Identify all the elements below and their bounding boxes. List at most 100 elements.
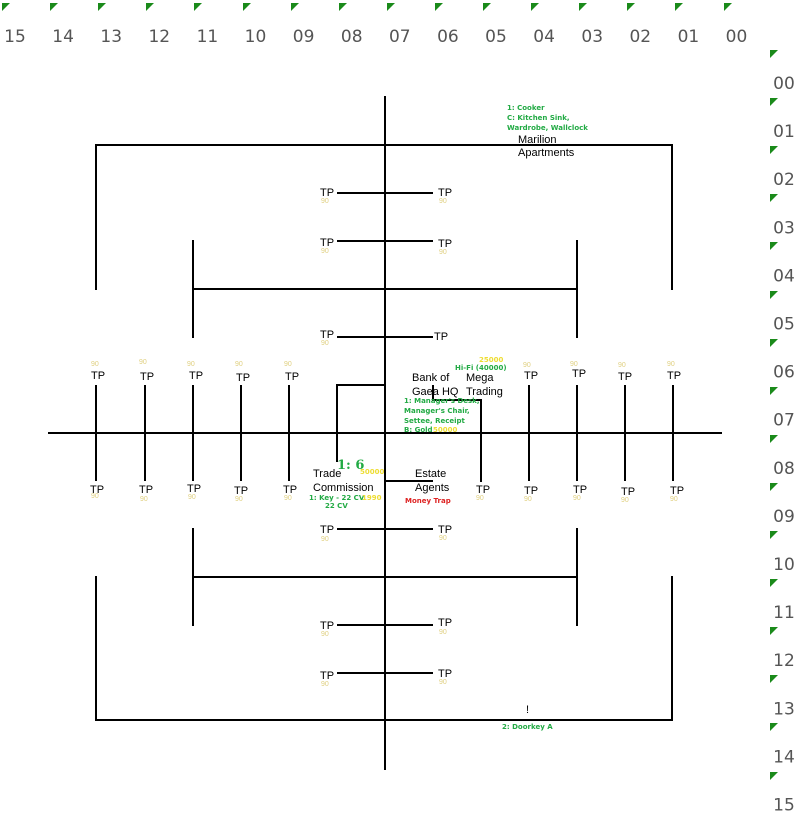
row-label: 02 — [773, 170, 795, 190]
trade-price: 50000 — [360, 468, 384, 476]
grid-marker — [675, 3, 683, 11]
tp-label: TP — [320, 329, 334, 341]
tp-cost: 90 — [284, 495, 292, 502]
tp-label: TP — [438, 238, 452, 250]
bank-name-2: Gaea HQ — [412, 386, 459, 398]
grid-marker — [243, 3, 251, 11]
mega-name-2: Trading — [466, 386, 503, 398]
doorkey-location[interactable]: ! 2: Doorkey A — [502, 704, 553, 731]
tp-label: TP — [476, 484, 490, 496]
tp-label: TP — [438, 668, 452, 680]
outer-top-road — [95, 144, 673, 290]
tp-cost: 90 — [439, 679, 447, 686]
marilion-apartments[interactable]: 1: Cooker C: Kitchen Sink, Wardrobe, Wal… — [507, 104, 588, 159]
tp-label: TP — [438, 524, 452, 536]
tp-label: TP — [320, 670, 334, 682]
grid-marker — [98, 3, 106, 11]
column-label: 04 — [533, 27, 555, 47]
tp-cost: 90 — [439, 535, 447, 542]
row-label: 08 — [773, 459, 795, 479]
column-label: 05 — [485, 27, 507, 47]
trade-note-1: 1: Key - 22 CV — [309, 494, 365, 502]
tp-label: TP — [438, 617, 452, 629]
tp-label: TP — [667, 370, 681, 382]
tp-label: TP — [320, 237, 334, 249]
grid-marker — [627, 3, 635, 11]
estate-agents[interactable]: Estate Agents Money Trap — [405, 468, 451, 505]
column-label: 01 — [678, 27, 700, 47]
estate-note: Money Trap — [405, 497, 451, 505]
tp-label: TP — [621, 486, 635, 498]
row-label: 01 — [773, 122, 795, 142]
row-label: 06 — [773, 363, 795, 383]
trade-commission[interactable]: 1: 6 50000 Trade Commission 1: Key - 22 … — [309, 458, 384, 510]
mega-name-1: Mega — [466, 372, 494, 384]
tp-label: TP — [573, 484, 587, 496]
bank-of-gaea-hq[interactable]: Bank of Gaea HQ 1: Manager's Desk, Manag… — [404, 372, 480, 434]
column-label: 11 — [197, 27, 219, 47]
tp-cost: 90 — [524, 496, 532, 503]
tp-cost: 90 — [321, 681, 329, 688]
tp-cost: 90 — [476, 495, 484, 502]
trade-price-2: 1990 — [362, 494, 382, 502]
tp-label: TP — [670, 485, 684, 497]
tp-label: TP — [140, 371, 154, 383]
bank-name-1: Bank of — [412, 372, 450, 384]
outer-bottom-road — [95, 576, 673, 721]
column-label: 07 — [389, 27, 411, 47]
grid-marker — [339, 3, 347, 11]
marilion-note-3: Wardrobe, Wallclock — [507, 124, 588, 132]
grid-marker — [770, 531, 778, 539]
mega-trading[interactable]: 25000 Hi-Fi (40000) Mega Trading — [455, 356, 507, 398]
marilion-name-2: Apartments — [518, 147, 575, 159]
tp-cost: 90 — [321, 631, 329, 638]
grid-marker — [194, 3, 202, 11]
grid-marker — [435, 3, 443, 11]
tp-cost: 90 — [321, 340, 329, 347]
tp-label: TP — [320, 620, 334, 632]
grid-marker — [291, 3, 299, 11]
tp-label: TP — [618, 371, 632, 383]
tp-label: TP — [90, 484, 104, 496]
tp-label: TP — [187, 483, 201, 495]
marilion-note-2: C: Kitchen Sink, — [507, 114, 570, 122]
tp-point[interactable]: TP — [434, 331, 448, 343]
tp-label: TP — [438, 187, 452, 199]
bank-note-4: B: Gold — [404, 426, 433, 434]
tp-label: TP — [320, 524, 334, 536]
tp-cost: 90 — [621, 497, 629, 504]
grid-marker — [724, 3, 732, 11]
bank-spur — [336, 384, 385, 462]
